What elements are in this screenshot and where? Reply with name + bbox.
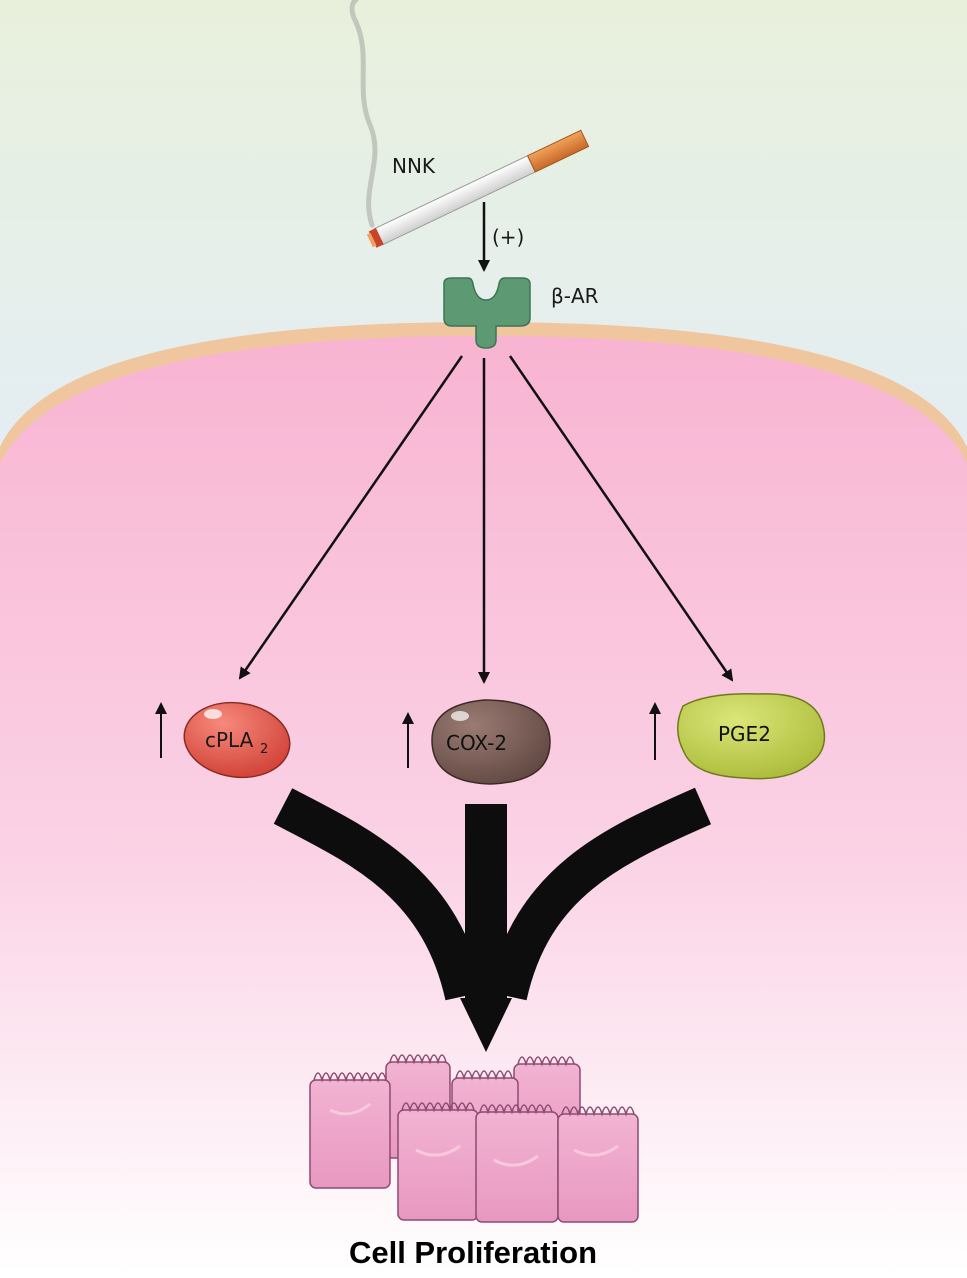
stimulus-effect-label: (+) xyxy=(492,225,524,249)
smoke xyxy=(349,0,378,228)
arrow-to-pge2 xyxy=(508,355,734,682)
cpla2-subscript: 2 xyxy=(260,742,268,757)
stimulus-label: NNK xyxy=(392,154,436,178)
pge2-node: PGE2 xyxy=(677,693,826,780)
pge2-label: PGE2 xyxy=(718,722,771,746)
arrow-to-cpla2 xyxy=(238,355,464,680)
up-arrow-icon xyxy=(649,702,661,760)
up-arrow-icon xyxy=(402,712,414,768)
receptor-icon xyxy=(443,277,531,349)
cpla2-node: cPLA 2 xyxy=(183,701,291,779)
receptor-label: β-AR xyxy=(551,284,599,308)
cox2-label: COX-2 xyxy=(446,731,507,755)
outcome-label: Cell Proliferation xyxy=(349,1235,597,1270)
epithelial-cells-icon xyxy=(309,1054,639,1223)
cigarette-icon xyxy=(366,129,590,248)
converging-arrow xyxy=(273,787,712,1052)
cox2-node: COX-2 xyxy=(431,699,551,785)
cpla2-label: cPLA xyxy=(205,728,254,752)
up-arrow-icon xyxy=(155,702,167,758)
